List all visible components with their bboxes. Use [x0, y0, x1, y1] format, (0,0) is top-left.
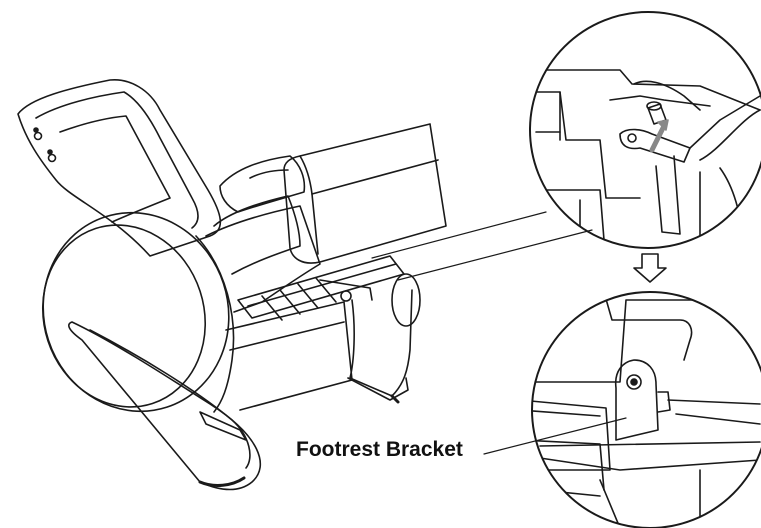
chair-seat-body — [205, 205, 321, 313]
chair-backrest-pad — [59, 115, 171, 223]
chair-base-rail-inner — [89, 329, 251, 469]
detail-view-top — [529, 11, 761, 249]
detail-bottom-frame — [531, 291, 761, 528]
chair-armrest-front — [42, 211, 230, 413]
chair-backrest-shell — [17, 79, 222, 257]
chair-rail-mechanism — [237, 255, 405, 319]
projection-lines — [371, 211, 593, 281]
massage-chair — [17, 79, 447, 491]
rail-pivot — [340, 290, 352, 302]
chair-rear-wheel — [391, 273, 421, 327]
detail-view-bottom — [531, 291, 761, 528]
footrest-bracket-label: Footrest Bracket — [296, 438, 463, 461]
detail-top-frame — [529, 11, 761, 249]
chair-armrest-face — [41, 224, 207, 408]
chair-footrest-roll — [249, 169, 289, 179]
chair-footrest-box — [283, 123, 447, 264]
footrest-bracket — [614, 359, 659, 441]
side-knob-upper — [33, 131, 43, 141]
callout-leader-line — [483, 417, 627, 455]
chair-foot-front — [199, 411, 247, 441]
down-arrow-icon — [633, 253, 667, 283]
chair-backrest-inner — [35, 91, 199, 229]
chair-front-skirt — [225, 301, 353, 411]
bracket-plate-top — [619, 128, 691, 163]
chair-footrest-edge — [311, 159, 439, 195]
chair-back-pillow — [219, 155, 306, 213]
chair-footrest-top — [299, 155, 319, 255]
chair-rear-leg — [349, 289, 413, 397]
side-knob-lower — [47, 153, 57, 163]
removal-arrow — [649, 123, 667, 153]
chair-base-rail — [68, 321, 262, 491]
chair-base-rail-shade — [198, 476, 246, 487]
bracket-pivot-bolt — [626, 374, 642, 390]
